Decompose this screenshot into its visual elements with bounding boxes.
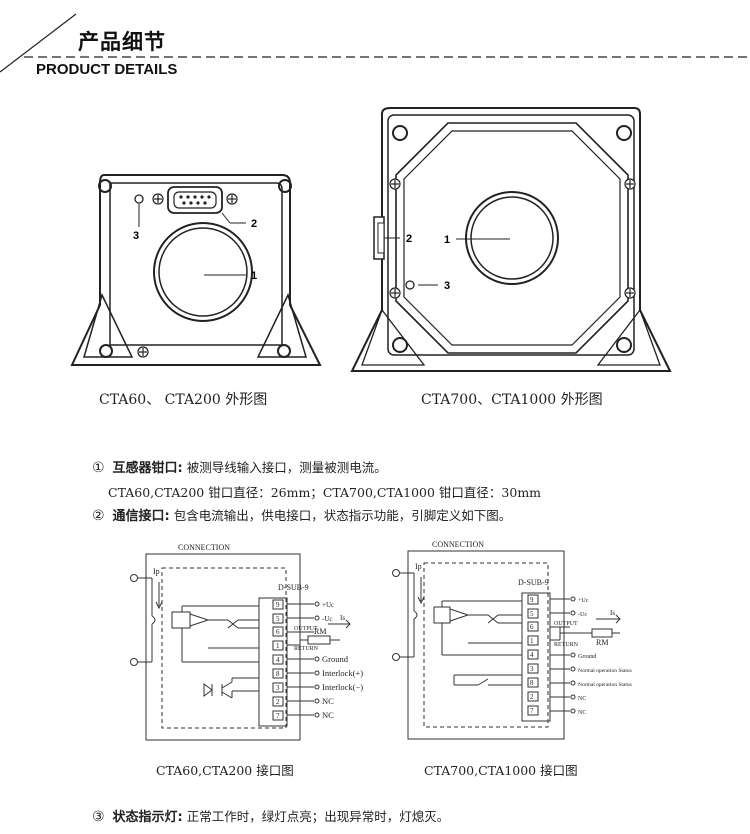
- pin-2: 2: [276, 698, 280, 706]
- signal-label: Ground: [322, 654, 349, 664]
- note-text: 被测导线输入接口，测量被测电流。: [186, 460, 387, 475]
- note-status-led: ③ 状态指示灯: 正常工作时，绿灯点亮；出现异常时，灯熄灭。: [92, 806, 449, 825]
- signal-label: Ground: [578, 654, 596, 660]
- rm-label: RM: [596, 638, 608, 647]
- schematic-title: CONNECTION: [178, 543, 230, 552]
- section-title-cn: 产品细节: [78, 30, 166, 54]
- pin-5: 5: [276, 615, 280, 623]
- pin-6: 6: [530, 623, 534, 631]
- signal-label: NC: [322, 696, 334, 706]
- rm-label: RM: [314, 627, 326, 636]
- note-label: 互感器钳口:: [112, 461, 183, 476]
- ip-label: Ip: [153, 567, 160, 576]
- pin-9: 9: [276, 601, 280, 609]
- right-schematic-caption: CTA700,CTA1000 接口图: [424, 763, 578, 778]
- schematic-title: CONNECTION: [432, 540, 484, 549]
- signal-label: NC: [322, 710, 334, 720]
- signal-label: Interlock(−): [322, 682, 363, 692]
- pin-8: 8: [276, 670, 280, 678]
- pin-6: 6: [276, 628, 280, 636]
- is-label: Is: [610, 609, 615, 617]
- pin-9: 9: [530, 596, 534, 604]
- header-decoration: [0, 13, 750, 73]
- ip-label: Ip: [415, 562, 422, 571]
- signal-label: -Uc: [578, 612, 587, 618]
- connector-label: D-SUB-9: [518, 578, 549, 587]
- note-text: 包含电流输出，供电接口，状态指示功能，引脚定义如下图。: [173, 508, 512, 523]
- small-transformer-drawing: 1 2 3: [70, 174, 322, 366]
- note-clamp-diameter: CTA60,CTA200 钳口直径：26mm；CTA700,CTA1000 钳口…: [108, 485, 542, 500]
- output-label: OUTPUT: [554, 621, 578, 627]
- note-label: 状态指示灯:: [112, 810, 183, 825]
- signal-label: Interlock(+): [322, 668, 363, 678]
- left-connection-schematic: CONNECTION D-SUB-9 Ip 9 5 6 1 4 8 3 2 7 …: [130, 543, 363, 741]
- callout-3: 3: [444, 280, 450, 292]
- return-label: RETURN: [554, 642, 579, 648]
- callout-2: 2: [251, 218, 257, 230]
- pin-1: 1: [276, 642, 280, 650]
- pin-4: 4: [276, 656, 280, 664]
- pin-1: 1: [530, 637, 534, 645]
- section-title-en: PRODUCT DETAILS: [36, 61, 178, 78]
- pin-3: 3: [530, 665, 534, 673]
- large-transformer-drawing: 1 2 3: [350, 107, 672, 372]
- signal-label: NC: [578, 696, 586, 702]
- large-figure-caption: CTA700、CTA1000 外形图: [421, 392, 603, 408]
- signal-label: -Uc: [322, 615, 333, 623]
- signal-label: +Uc: [322, 601, 334, 609]
- callout-3: 3: [133, 230, 139, 242]
- pin-4: 4: [530, 651, 534, 659]
- connector-label: D-SUB-9: [278, 583, 309, 592]
- signal-label: +Uc: [578, 598, 589, 604]
- output-label: OUTPUT: [294, 626, 318, 632]
- callout-1: 1: [444, 234, 450, 246]
- left-schematic-caption: CTA60,CTA200 接口图: [156, 763, 294, 778]
- callout-2: 2: [406, 233, 412, 245]
- pin-3: 3: [276, 684, 280, 692]
- note-number: ②: [92, 508, 105, 524]
- signal-label: NC: [578, 710, 586, 716]
- signal-label: Normal operation Status: [578, 682, 632, 688]
- note-interface: ② 通信接口: 包含电流输出，供电接口，状态指示功能，引脚定义如下图。: [92, 505, 511, 524]
- pin-5: 5: [530, 610, 534, 618]
- pin-7: 7: [530, 707, 534, 715]
- return-label: RETURN: [294, 646, 319, 652]
- pin-8: 8: [530, 679, 534, 687]
- signal-label: Normal operation Status: [578, 668, 632, 674]
- right-connection-schematic: CONNECTION D-SUB-9 Ip 9 5 6 1 4 3 8 2 7 …: [392, 540, 632, 740]
- callout-1: 1: [251, 270, 257, 282]
- pin-7: 7: [276, 712, 280, 720]
- pin-2: 2: [530, 693, 534, 701]
- note-text: 正常工作时，绿灯点亮；出现异常时，灯熄灭。: [186, 809, 450, 824]
- note-label: 通信接口:: [112, 509, 170, 524]
- note-clamp: ① 互感器钳口: 被测导线输入接口，测量被测电流。: [92, 457, 387, 476]
- is-label: Is: [340, 614, 345, 622]
- note-number: ③: [92, 809, 105, 825]
- small-figure-caption: CTA60、 CTA200 外形图: [99, 392, 268, 408]
- note-number: ①: [92, 460, 105, 476]
